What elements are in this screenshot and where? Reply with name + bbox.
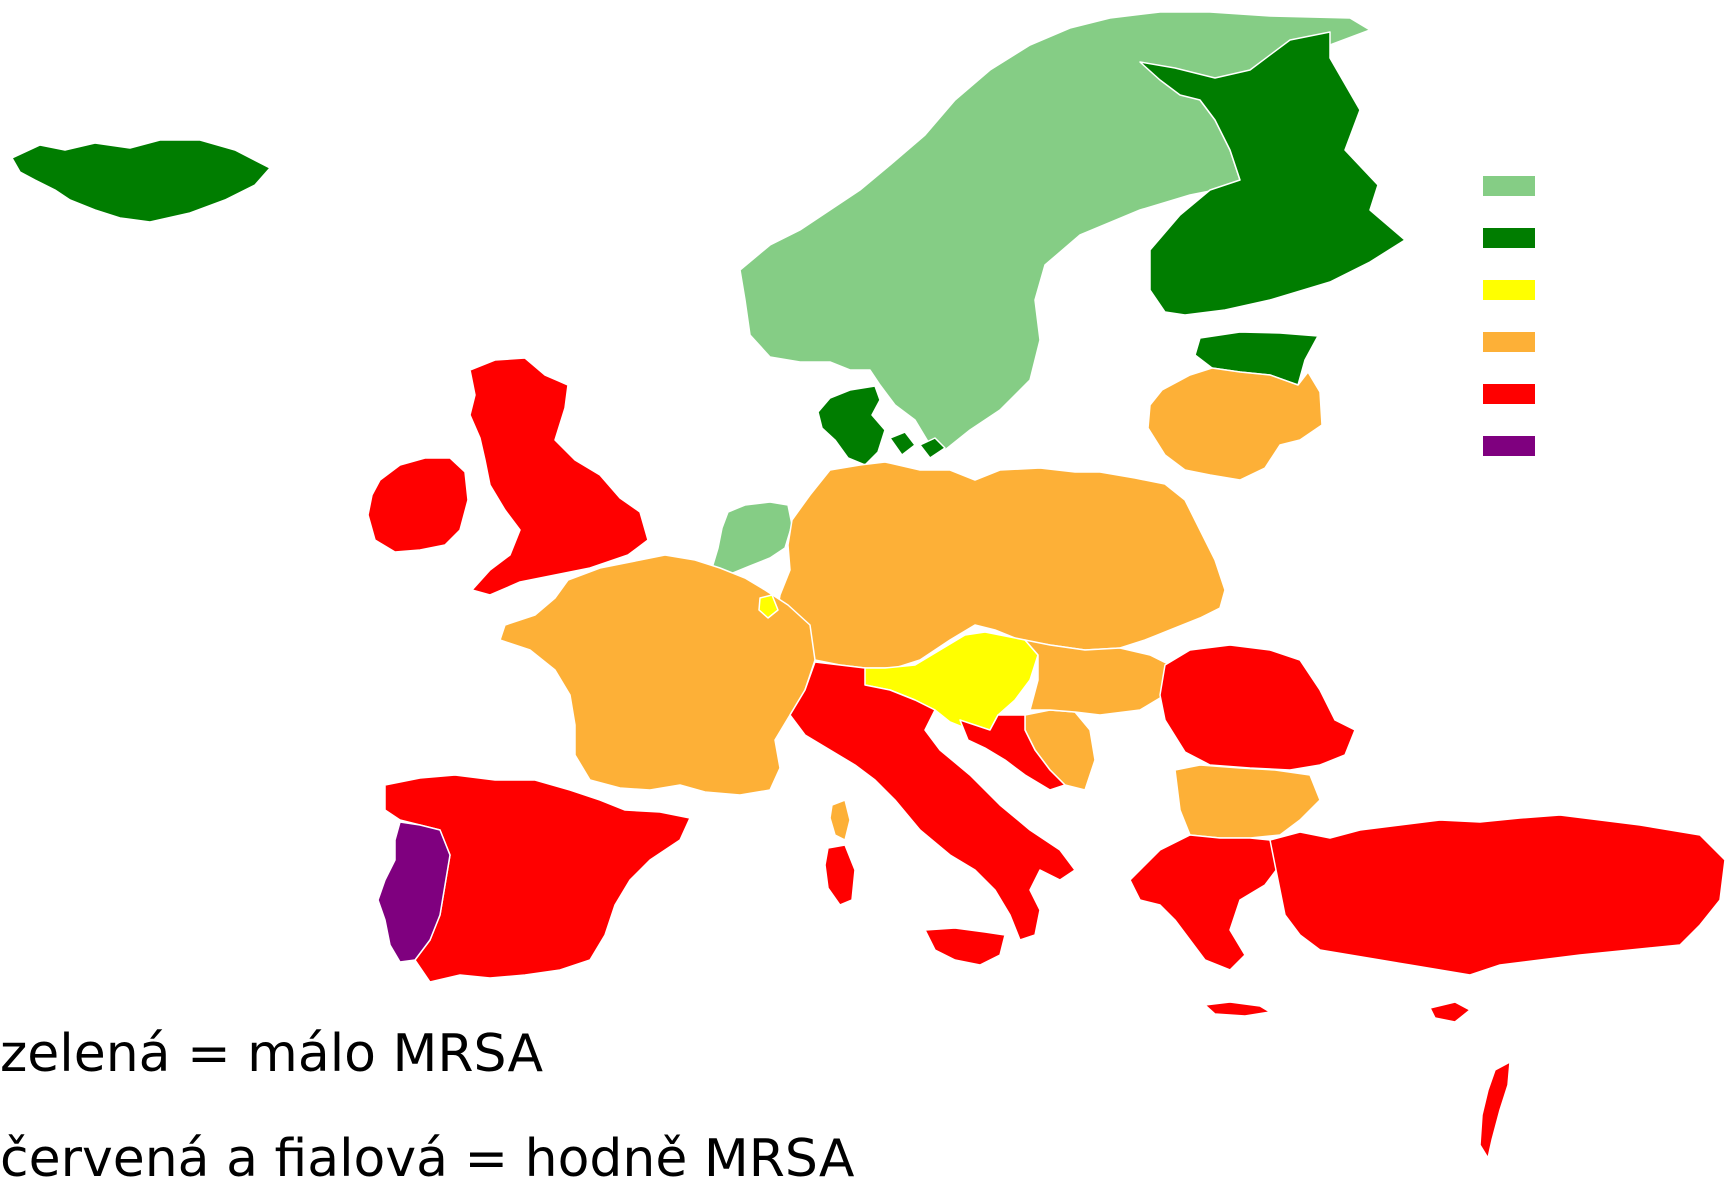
region-uk [469, 357, 649, 596]
region-portugal [377, 821, 451, 963]
region-france-belgium [499, 554, 816, 796]
legend-swatch-purple [1483, 436, 1535, 456]
region-ireland [367, 457, 469, 553]
region-sicily [924, 927, 1006, 966]
legend-swatch-orange [1483, 332, 1535, 352]
region-israel [1479, 1061, 1511, 1159]
europe-mrsa-map [11, 11, 1726, 1159]
region-croatia [959, 714, 1066, 791]
map-legend [1483, 176, 1535, 488]
legend-swatch-red [1483, 384, 1535, 404]
region-netherlands [711, 501, 793, 576]
region-iceland [11, 139, 271, 223]
region-finland [1139, 31, 1406, 316]
legend-swatch-yellow [1483, 280, 1535, 300]
region-turkey [1269, 814, 1726, 976]
region-cyprus [1429, 1001, 1471, 1023]
region-baltics [1147, 367, 1323, 481]
region-sardinia [824, 844, 856, 906]
region-bulgaria [1174, 764, 1321, 839]
region-luxembourg [758, 594, 779, 619]
region-hungary-slovakia [1024, 639, 1171, 716]
caption-red-purple: červená a fialová = hodně MRSA [0, 1129, 855, 1189]
region-denmark [817, 385, 946, 466]
legend-swatch-light-green [1483, 176, 1535, 196]
caption-green: zelená = málo MRSA [0, 1024, 544, 1084]
region-romania [1159, 644, 1356, 771]
region-crete [1204, 1001, 1271, 1017]
legend-swatch-dark-green [1483, 228, 1535, 248]
region-italy [789, 661, 1076, 941]
region-corsica [829, 799, 851, 841]
region-greece [1129, 834, 1281, 971]
